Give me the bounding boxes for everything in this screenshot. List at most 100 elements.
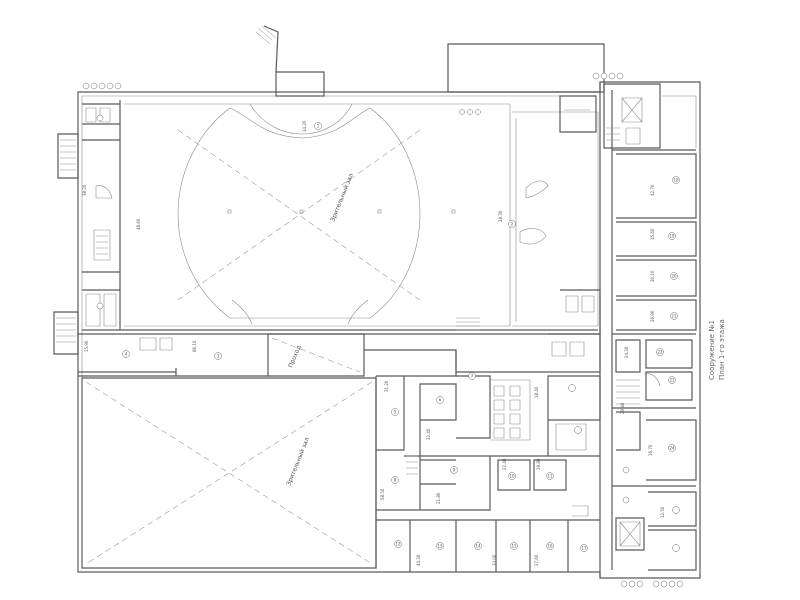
area-label: 16.70	[648, 444, 653, 456]
axis-bubble	[90, 82, 98, 90]
room-tag	[622, 496, 630, 504]
room-tag	[450, 466, 458, 474]
room-tag-number: 22	[657, 349, 663, 354]
area-label: 30.10	[650, 270, 655, 282]
room-tag-number: 2	[511, 221, 514, 226]
room-tag	[580, 544, 588, 552]
area-label: 29.40	[620, 402, 625, 414]
left-service-rooms	[82, 103, 120, 331]
area-label: 27.60	[534, 554, 539, 566]
room-grid	[375, 350, 601, 572]
area-label: 28.30	[498, 210, 503, 222]
area-label: 35.60	[650, 228, 655, 240]
area-label: 42.70	[650, 184, 655, 196]
room-tag	[436, 396, 444, 404]
area-label: 48.60	[136, 218, 141, 230]
area-label: 21.80	[436, 492, 441, 504]
area-label: 22.40	[502, 458, 507, 470]
room-tag	[670, 312, 678, 320]
area-label: 24.30	[624, 346, 629, 358]
room-tag	[394, 540, 402, 548]
room-tag	[474, 542, 482, 550]
room-tag-number: 19	[669, 233, 675, 238]
room-tag-number: 20	[671, 273, 677, 278]
room-tag	[546, 472, 554, 480]
room-tag-number: 14	[475, 543, 481, 548]
room-tag	[656, 348, 664, 356]
room-tag-number: 9	[453, 467, 456, 472]
room-tag-number: 13	[437, 543, 443, 548]
room-tag	[214, 352, 222, 360]
room-tag	[668, 232, 676, 240]
room-tag	[122, 350, 130, 358]
room-tag-number: 15	[511, 543, 517, 548]
room-tag-number: 8	[394, 477, 397, 482]
room-tag	[508, 220, 516, 228]
axis-bubble	[660, 580, 668, 588]
area-label: 31.20	[384, 380, 389, 392]
room-tag	[391, 476, 399, 484]
axis-bubble	[676, 580, 684, 588]
room-tag-number: 17	[581, 545, 587, 550]
axis-bubble	[600, 72, 608, 80]
axis-bubbles	[82, 72, 684, 588]
area-label: 19.80	[536, 458, 541, 470]
room-tag	[391, 408, 399, 416]
room-tag-number: 6	[439, 397, 442, 402]
corridor-band: Проход	[78, 333, 600, 377]
room-tag	[510, 542, 518, 550]
room-tag-number: 3	[217, 353, 220, 358]
room-tag-number: 21	[671, 313, 677, 318]
room-tag	[568, 384, 576, 392]
room-tag	[670, 272, 678, 280]
secondary-hall: Зрительный зал	[81, 377, 377, 569]
room-tag	[436, 542, 444, 550]
area-label: 38.20	[82, 184, 87, 196]
axis-bubble	[636, 580, 644, 588]
axis-bubble	[620, 580, 628, 588]
stamp-line-1: Сооружение №1	[708, 320, 716, 380]
room-markers	[96, 114, 680, 552]
room-tag-number: 12	[395, 541, 401, 546]
area-label: 15.90	[84, 340, 89, 352]
area-label: 34.20	[302, 120, 307, 132]
room-tag	[668, 376, 676, 384]
outer-walls	[53, 25, 701, 579]
axis-bubble	[106, 82, 114, 90]
room-tag	[574, 426, 582, 434]
room-tag-number: 7	[471, 373, 474, 378]
axis-bubble	[668, 580, 676, 588]
right-wing	[599, 82, 697, 578]
room-tag	[96, 302, 104, 310]
axis-bubble	[98, 82, 106, 90]
area-label: 26.90	[650, 310, 655, 322]
area-label: 12.50	[660, 506, 665, 518]
axis-bubble	[592, 72, 600, 80]
room-tag	[668, 444, 676, 452]
room-tag	[622, 466, 630, 474]
axis-bubble	[114, 82, 122, 90]
axis-bubble	[652, 580, 660, 588]
axis-bubble	[475, 109, 481, 115]
area-label: 33.00	[492, 554, 497, 566]
room-tag-number: 10	[509, 473, 515, 478]
axis-bubble	[628, 580, 636, 588]
axis-bubble	[616, 72, 624, 80]
main-hall-label: Зрительный зал	[329, 172, 355, 222]
axis-bubble	[459, 109, 465, 115]
room-tag	[314, 122, 322, 130]
area-label: 18.40	[534, 386, 539, 398]
area-label: 44.30	[416, 554, 421, 566]
area-label: 32.45	[426, 428, 431, 440]
room-tag-number: 16	[547, 543, 553, 548]
axis-bubble	[608, 72, 616, 80]
room-tag-number: 23	[669, 377, 675, 382]
drawing-stamp: Сооружение №1 План 1-го этажа	[708, 319, 726, 380]
stage-service-rooms	[456, 95, 601, 372]
room-tag-number: 5	[394, 409, 397, 414]
passage-label: Проход	[287, 344, 302, 368]
stamp-line-2: План 1-го этажа	[718, 319, 726, 380]
secondary-hall-label: Зрительный зал	[285, 436, 311, 486]
axis-bubble	[82, 82, 90, 90]
